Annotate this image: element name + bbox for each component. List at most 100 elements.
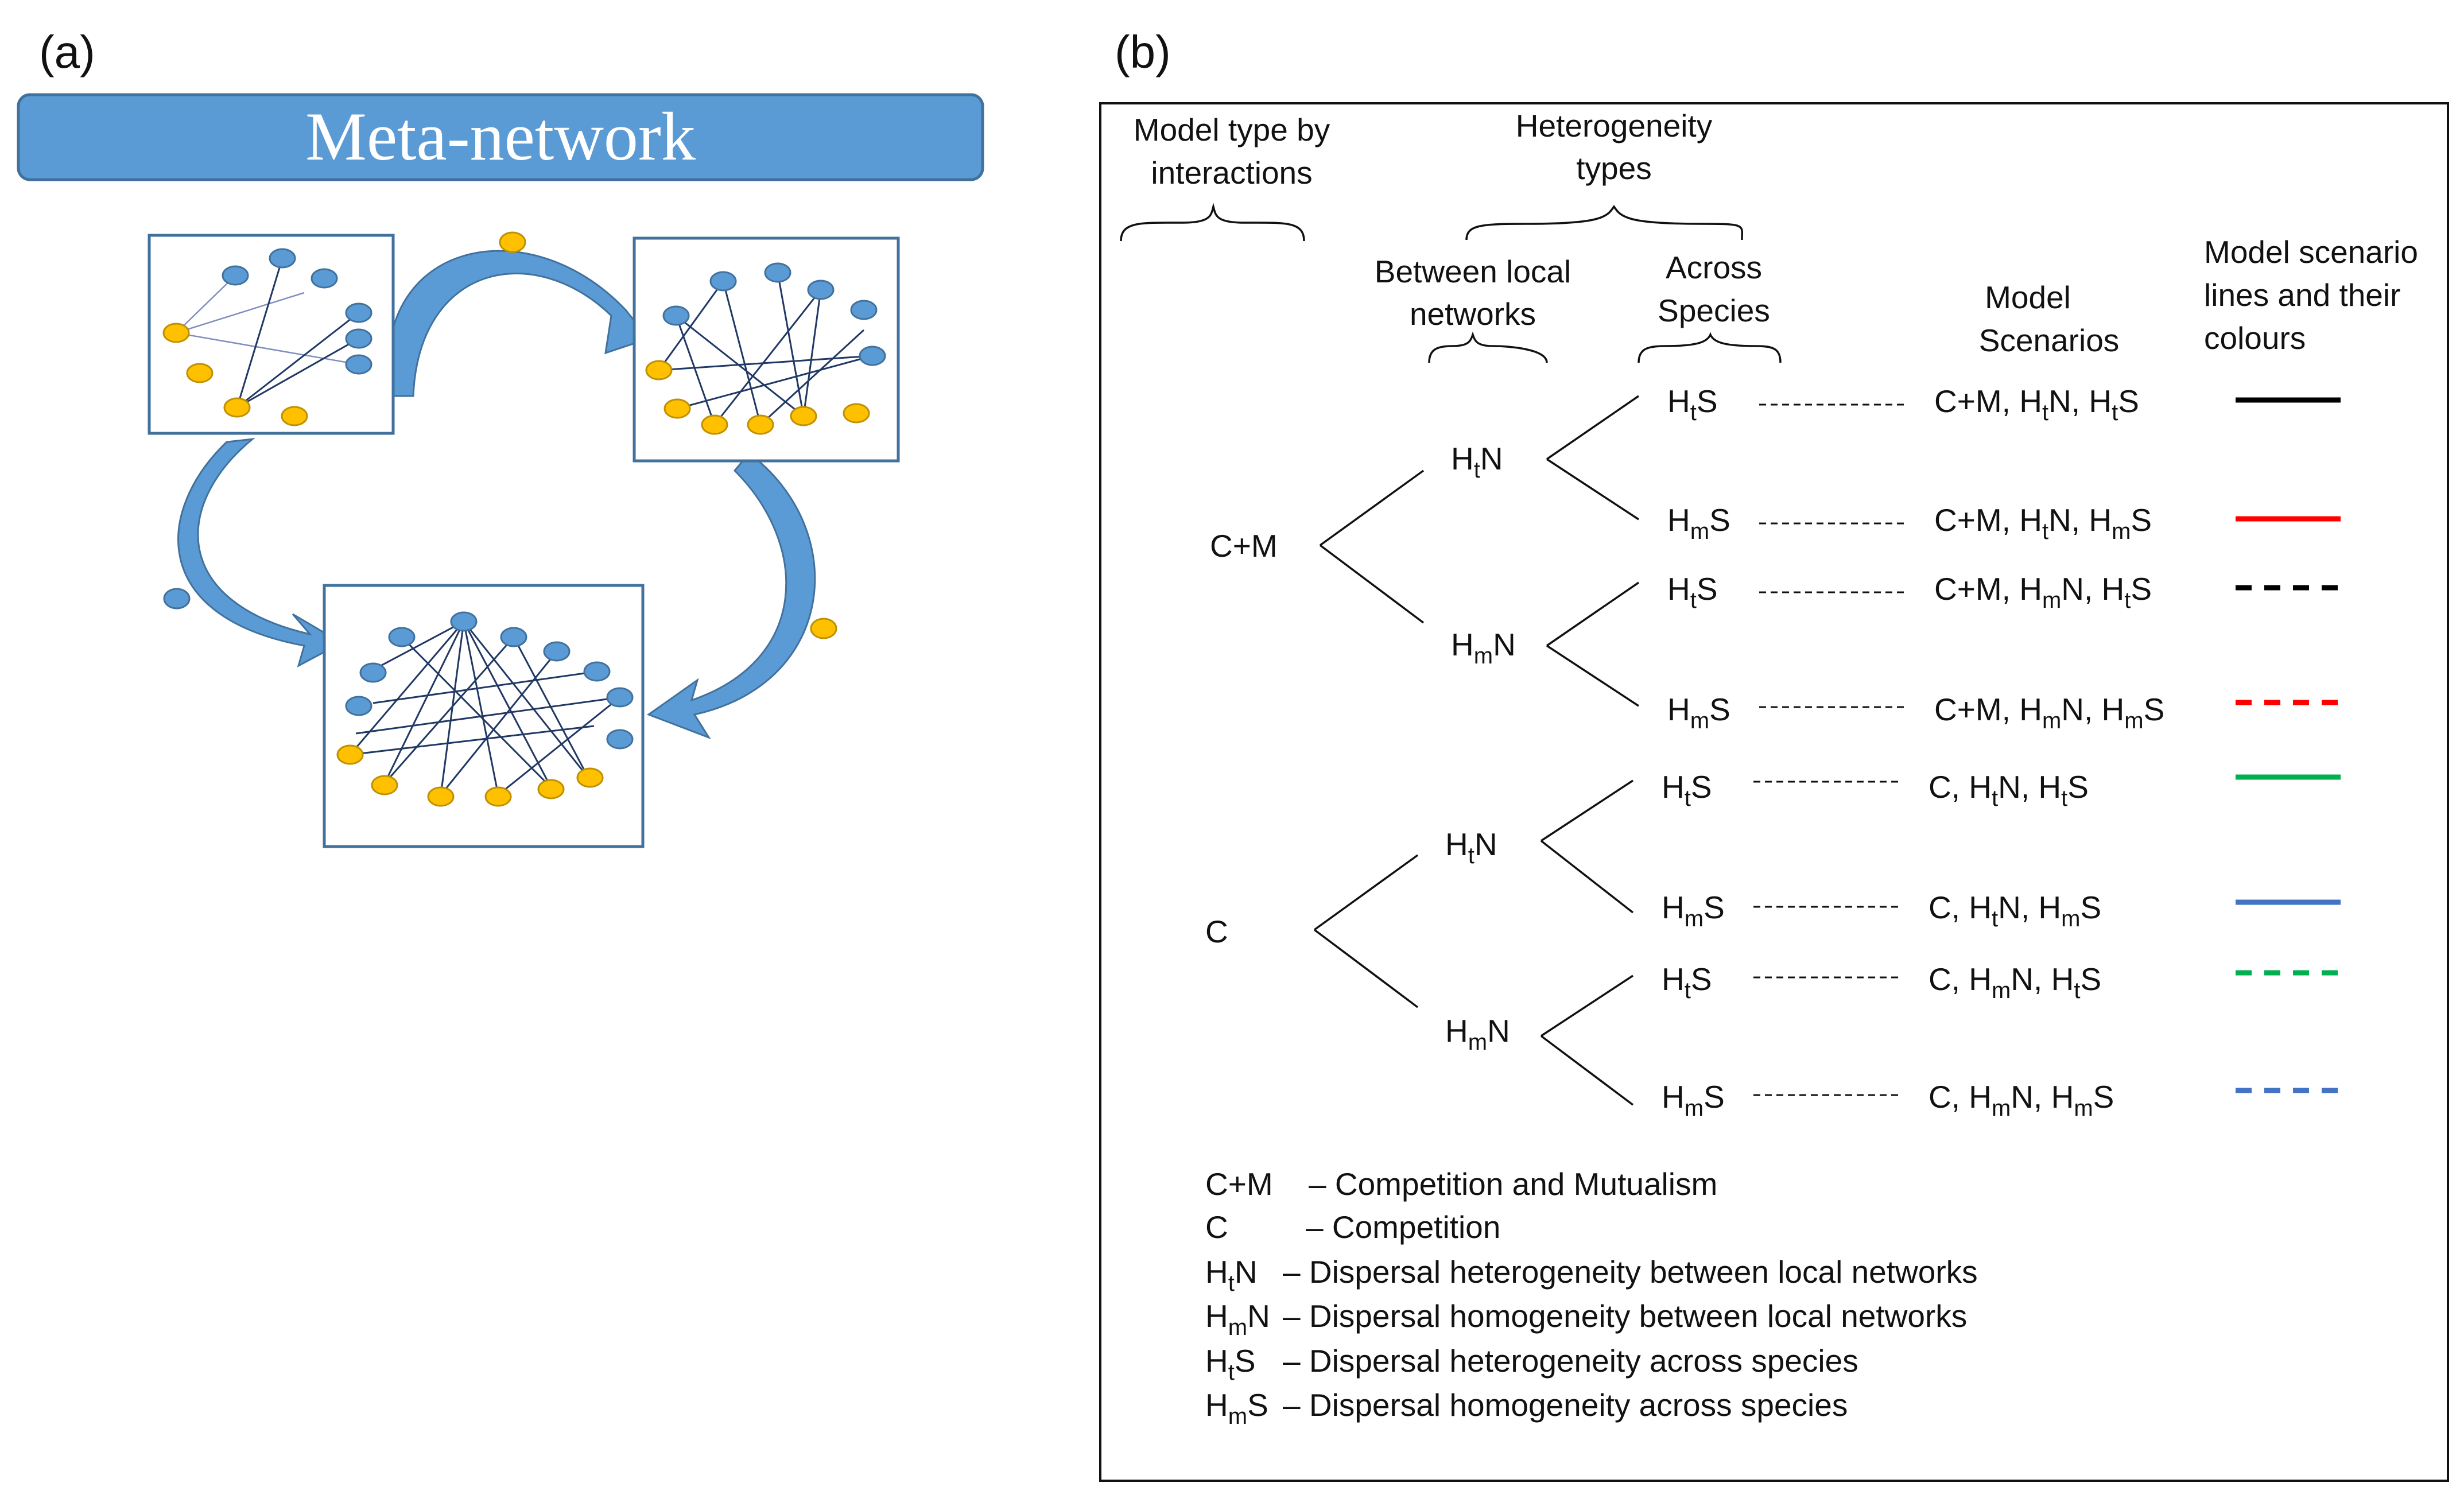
header-model-type-line2: interactions xyxy=(1151,155,1312,191)
header-scenarios-line2: Scenarios xyxy=(1979,323,2120,358)
scenario-label-0-1-0-part: N, H xyxy=(2061,571,2124,607)
scenario-label-0-0-0-part: N, H xyxy=(2048,383,2112,419)
species-node-1-1-1: HmS xyxy=(1662,1079,1725,1121)
scenario-label-1-1-0: C, HmN, HtS xyxy=(1928,961,2101,1003)
scenario-label-0-0-1-sub: t xyxy=(2042,519,2048,544)
header-model-type-line1: Model type by xyxy=(1134,112,1330,148)
meta-network-title: Meta-network xyxy=(305,98,696,174)
legend-key-2-part: N xyxy=(1235,1254,1258,1290)
legend-key-4-part: H xyxy=(1205,1343,1228,1379)
panel-b-label: (b) xyxy=(1115,26,1171,77)
scenario-label-0-0-0-sub: t xyxy=(2042,400,2048,425)
scenario-label-1-1-0-sub: t xyxy=(2074,978,2080,1003)
species-node-1-1-0: HtS xyxy=(1662,961,1712,1003)
species-node-1-1-0-sub: t xyxy=(1685,978,1691,1003)
scenario-label-0-0-1-sub: m xyxy=(2112,519,2131,544)
scenario-label-0-0-1: C+M, HtN, HmS xyxy=(1934,502,2152,544)
model-c-label: C xyxy=(1205,914,1228,949)
dispersing-node-yellow-top xyxy=(499,231,526,253)
species-node-1-1-0-part: H xyxy=(1662,961,1685,997)
dispersal-arrow-top xyxy=(387,250,650,397)
species-node-0-1-0-part: S xyxy=(1697,571,1718,607)
scenario-label-1-0-0: C, HtN, HtS xyxy=(1928,769,2089,811)
scenario-label-1-0-1-sub: m xyxy=(2061,906,2080,931)
scenario-label-1-1-1-part: S xyxy=(2093,1079,2114,1115)
legend-desc-2: – Dispersal heterogeneity between local … xyxy=(1283,1254,1978,1290)
header-between-line1: Between local xyxy=(1375,254,1571,289)
species-node-0-0-0-sub: t xyxy=(1690,400,1697,425)
network-node-1-0-sub: t xyxy=(1468,843,1474,868)
brace-model-type xyxy=(1120,203,1305,242)
scenario-label-0-1-1: C+M, HmN, HmS xyxy=(1934,692,2164,733)
legend-key-3-part: N xyxy=(1247,1298,1270,1334)
scenario-label-0-1-1-sub: m xyxy=(2042,708,2061,733)
legend-key-4-sub: t xyxy=(1228,1360,1235,1385)
dispersal-arrow-left xyxy=(177,437,344,667)
brace-across xyxy=(1638,332,1782,363)
network-node-1-1-part: N xyxy=(1487,1013,1510,1049)
legend-key-4-part: S xyxy=(1235,1343,1256,1379)
legend-key-3: HmN xyxy=(1205,1298,1270,1340)
legend-desc-1: – Competition xyxy=(1306,1209,1500,1245)
scenario-label-1-1-0-part: S xyxy=(2080,961,2101,997)
network-node-0-1: HmN xyxy=(1451,627,1516,669)
dispersal-arrow-right xyxy=(646,452,816,739)
species-node-0-1-1-part: S xyxy=(1709,692,1730,727)
scenario-label-0-0-1-part: S xyxy=(2131,502,2152,538)
species-node-0-1-0-sub: t xyxy=(1690,588,1697,613)
scenario-label-1-0-1-part: C, H xyxy=(1928,890,1992,925)
scenario-label-0-1-0-sub: m xyxy=(2042,588,2061,613)
species-node-0-0-1-sub: m xyxy=(1690,519,1709,544)
scenario-label-0-1-0-sub: t xyxy=(2124,588,2131,613)
scenario-label-1-1-1-sub: m xyxy=(1992,1096,2011,1121)
scenario-label-0-1-1-part: N, H xyxy=(2061,692,2124,727)
network-node-1-1: HmN xyxy=(1445,1013,1510,1055)
legend-key-2-sub: t xyxy=(1228,1271,1235,1296)
scenario-label-0-1-1-sub: m xyxy=(2124,708,2143,733)
species-node-0-0-1-part: S xyxy=(1709,502,1730,538)
scenario-label-0-0-0-part: C+M, H xyxy=(1934,383,2042,419)
species-node-0-1-1: HmS xyxy=(1667,692,1730,733)
species-node-1-1-1-part: S xyxy=(1704,1079,1725,1115)
network-node-1-0-part: N xyxy=(1474,826,1497,862)
legend-key-1-part: C xyxy=(1205,1209,1228,1245)
legend-key-0-part: C+M xyxy=(1205,1166,1273,1202)
scenario-label-1-1-0-part: N, H xyxy=(2011,961,2074,997)
scenario-label-0-0-1-part: C+M, H xyxy=(1934,502,2042,538)
scenario-label-1-1-1: C, HmN, HmS xyxy=(1928,1079,2114,1121)
panel-b-frame xyxy=(1099,102,2449,1482)
species-node-0-1-0: HtS xyxy=(1667,571,1718,613)
header-across-line2: Species xyxy=(1658,293,1770,328)
dispersing-node-yellow-right xyxy=(810,618,837,639)
species-node-0-0-0: HtS xyxy=(1667,383,1718,425)
dispersing-node-blue-left xyxy=(163,588,191,610)
legend-key-5-sub: m xyxy=(1228,1404,1247,1429)
network-node-0-0-part: H xyxy=(1451,441,1474,476)
tree-branches xyxy=(1313,395,1639,1106)
species-node-1-0-0-part: S xyxy=(1691,769,1712,805)
species-node-0-1-1-sub: m xyxy=(1690,708,1709,733)
scenario-label-1-1-0-part: C, H xyxy=(1928,961,1992,997)
scenario-label-0-0-0-sub: t xyxy=(2112,400,2118,425)
species-node-0-0-1-part: H xyxy=(1667,502,1690,538)
species-node-0-0-0-part: H xyxy=(1667,383,1690,419)
species-node-1-0-0-sub: t xyxy=(1685,786,1691,811)
scenario-label-0-1-1-part: S xyxy=(2144,692,2165,727)
panel-b: (b) Model type by interactions Heterogen… xyxy=(1099,26,2449,1482)
species-node-1-0-1-sub: m xyxy=(1685,906,1704,931)
network-node-1-1-sub: m xyxy=(1468,1030,1487,1055)
scenario-label-1-1-1-part: C, H xyxy=(1928,1079,1992,1115)
scenario-label-1-0-1: C, HtN, HmS xyxy=(1928,890,2101,931)
network-node-0-0-part: N xyxy=(1480,441,1503,476)
scenario-label-0-0-0: C+M, HtN, HtS xyxy=(1934,383,2139,425)
scenario-label-1-0-0-part: S xyxy=(2067,769,2089,805)
legend-key-0: C+M xyxy=(1205,1166,1273,1202)
panel-a-label: (a) xyxy=(39,26,95,77)
species-node-0-0-1: HmS xyxy=(1667,502,1730,544)
legend-desc-4: – Dispersal heterogeneity across species xyxy=(1283,1343,1858,1379)
species-node-1-0-1-part: H xyxy=(1662,890,1685,925)
species-node-1-0-1-part: S xyxy=(1704,890,1725,925)
legend-desc-5: – Dispersal homogeneity across species xyxy=(1283,1387,1848,1423)
header-heterogeneity-line1: Heterogeneity xyxy=(1516,108,1713,143)
